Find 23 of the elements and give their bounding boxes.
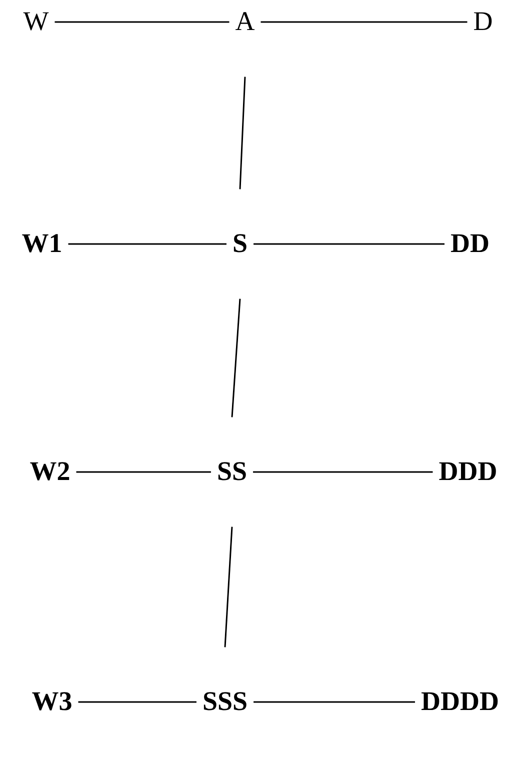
connector-line — [254, 243, 444, 245]
connector-line — [78, 701, 196, 703]
node-label: DDD — [438, 457, 498, 487]
connector-line — [253, 471, 433, 473]
node-label: S — [232, 229, 248, 259]
node-label: W1 — [22, 229, 62, 259]
connector-line — [224, 526, 233, 648]
connector-line — [260, 21, 468, 23]
node-label: A — [235, 7, 255, 37]
node-label: DDDD — [421, 687, 499, 717]
connector-line — [54, 21, 230, 23]
node-label: D — [473, 7, 493, 37]
connector-line — [68, 243, 226, 245]
connector-line — [239, 76, 246, 190]
node-label: DD — [450, 229, 490, 259]
node-label: W — [23, 7, 49, 37]
node-label: SSS — [202, 687, 248, 717]
connector-line — [76, 471, 211, 473]
node-label: W2 — [30, 457, 70, 487]
node-label: SS — [216, 457, 248, 487]
connector-line — [254, 701, 415, 703]
node-label: W3 — [32, 687, 72, 717]
connector-line — [231, 298, 241, 418]
